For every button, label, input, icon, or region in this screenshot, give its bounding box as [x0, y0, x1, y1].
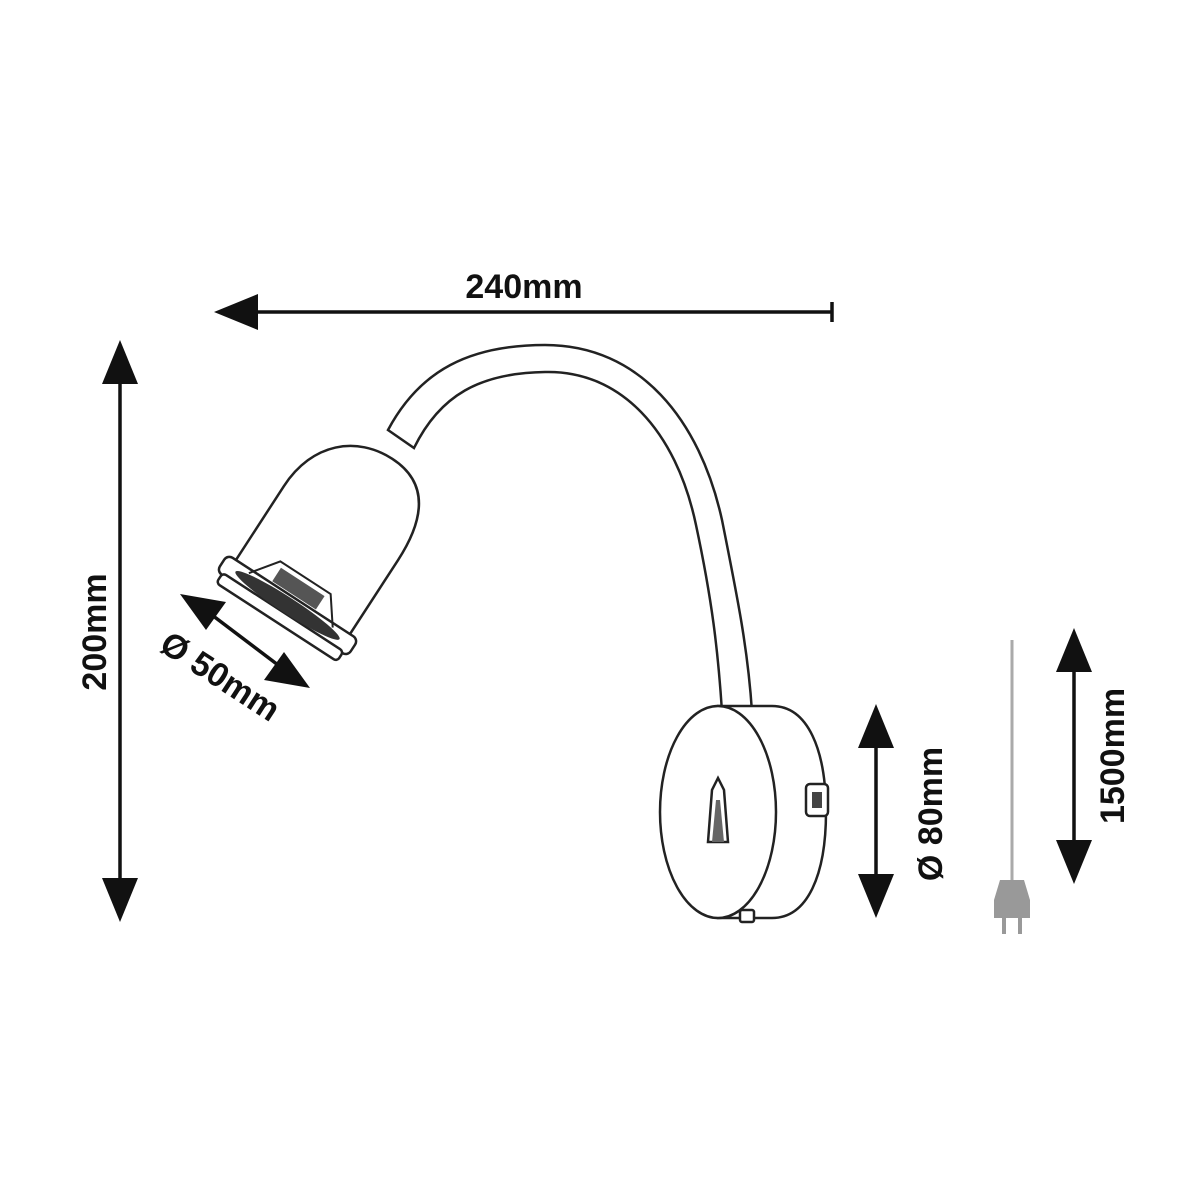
- gooseneck-arm: [386, 343, 754, 714]
- arrow-down-icon: [102, 878, 138, 922]
- toggle-switch: [706, 775, 730, 844]
- plug-icon: [994, 880, 1030, 934]
- base-diameter-dimension: Ø 80mm: [858, 704, 950, 918]
- lamp-head: [216, 444, 421, 662]
- cable-length-dimension: 1500mm: [1056, 628, 1132, 884]
- arrow-up-icon: [102, 340, 138, 384]
- arrow-upleft-icon: [180, 594, 226, 630]
- height-dimension: 200mm: [76, 340, 138, 922]
- base-diameter-label: Ø 80mm: [912, 747, 950, 881]
- height-label: 200mm: [76, 573, 114, 690]
- side-socket: [804, 782, 830, 818]
- arrow-left-icon: [214, 294, 258, 330]
- arrow-up-icon: [1056, 628, 1092, 672]
- arrow-down-icon: [1056, 840, 1092, 884]
- width-dimension: 240mm: [214, 268, 834, 330]
- arrow-down-icon: [858, 874, 894, 918]
- base-plate: [658, 704, 830, 924]
- power-cable: [994, 640, 1030, 934]
- width-label: 240mm: [465, 268, 582, 306]
- cable-length-label: 1500mm: [1094, 688, 1132, 824]
- arrow-up-icon: [858, 704, 894, 748]
- arrow-downright-icon: [264, 652, 310, 688]
